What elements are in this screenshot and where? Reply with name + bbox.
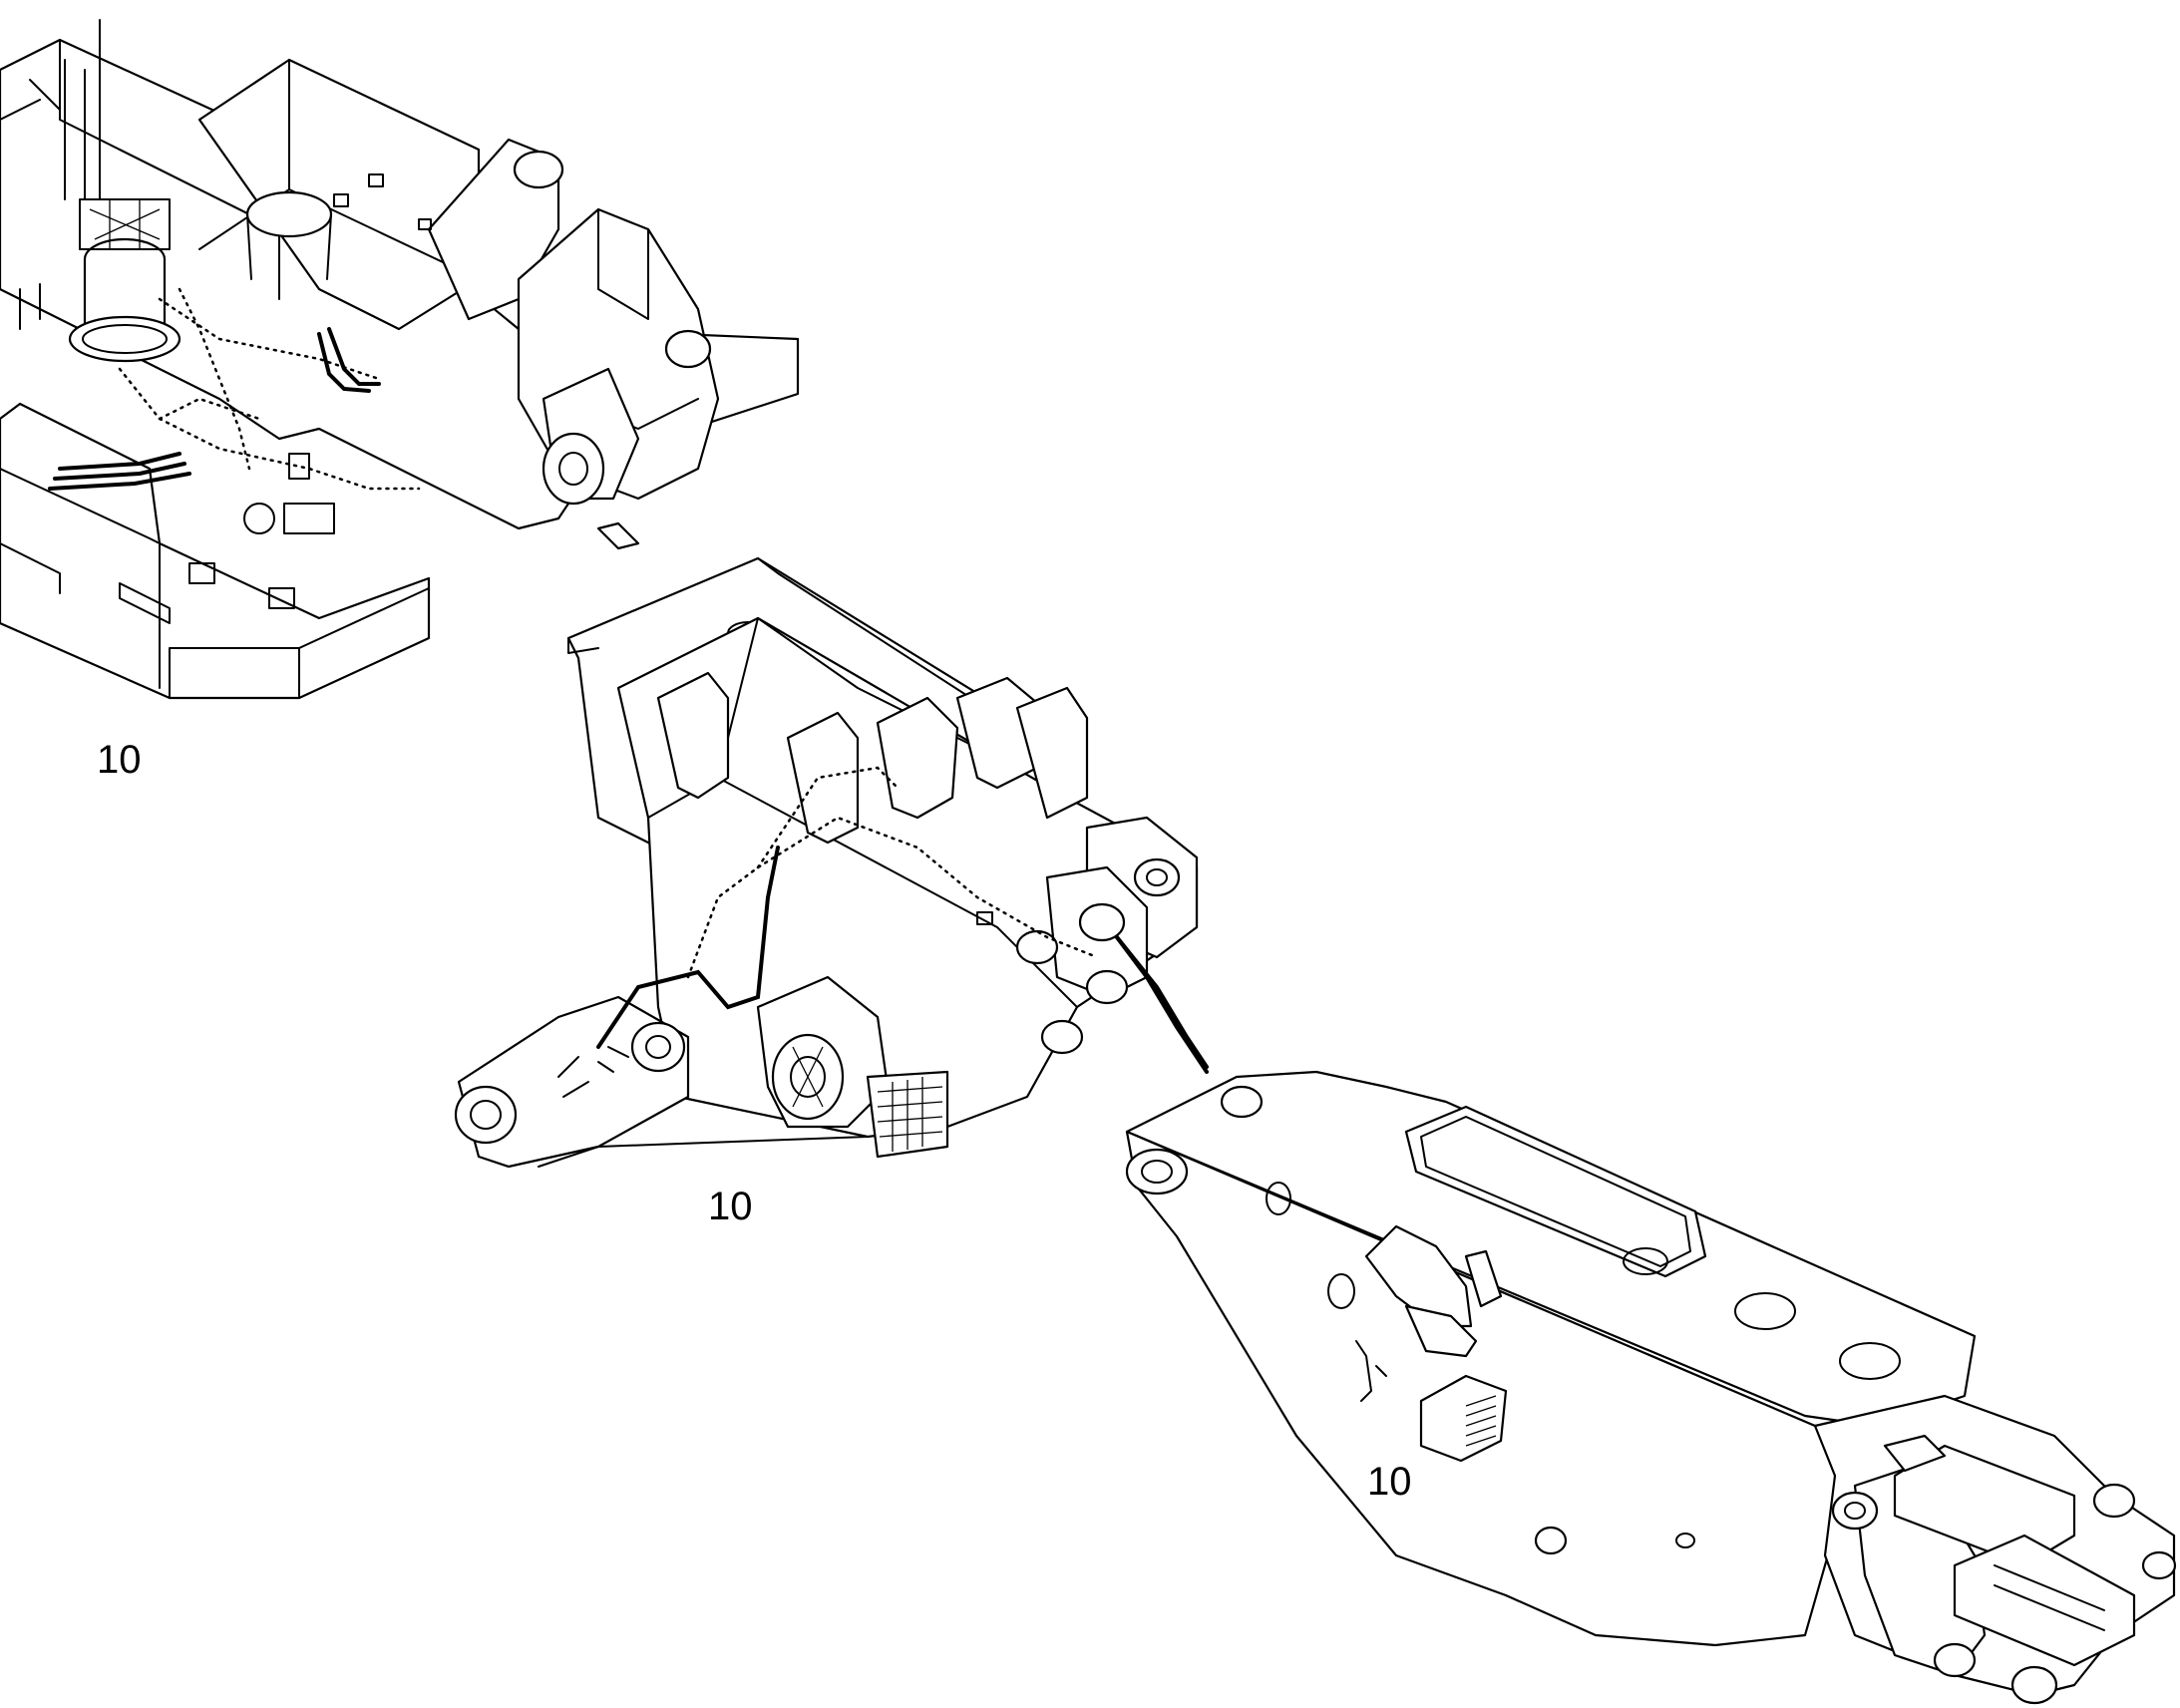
callout-upper-frame: 10 (97, 738, 142, 782)
callout-boom: 10 (1367, 1460, 1412, 1504)
callout-swing-bracket: 10 (708, 1185, 753, 1228)
upper-frame-assembly (0, 19, 800, 700)
swing-bracket-assembly (454, 556, 1209, 1169)
boom-assembly (1115, 935, 2177, 1705)
